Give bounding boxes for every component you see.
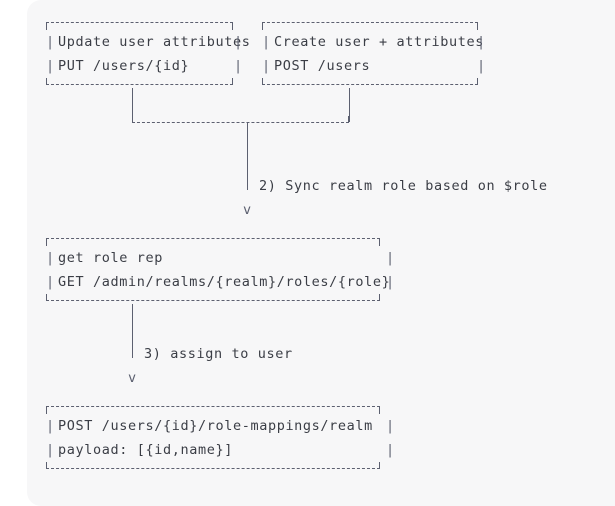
- box-update-user-attributes-right-wall-2: |: [234, 58, 243, 74]
- box-get-role-rep-line-1: get role rep: [58, 250, 163, 266]
- box-get-role-rep-line-2: GET /admin/realms/{realm}/roles/{role}: [58, 274, 391, 290]
- box-update-user-attributes-bottom-border: [46, 78, 233, 85]
- box-update-user-attributes-left-wall-2: |: [46, 58, 55, 74]
- connector-sync-realm-role-label: 2) Sync realm role based on $role: [259, 178, 548, 194]
- box-assign-role-mapping-right-wall-2: |: [386, 442, 395, 458]
- box-update-user-attributes-top-border: [46, 22, 233, 30]
- box-assign-role-mapping-left-wall-2: |: [46, 442, 55, 458]
- box-create-user-attributes-right-wall-2: |: [477, 58, 486, 74]
- box-assign-role-mapping-line-1: POST /users/{id}/role-mappings/realm: [58, 418, 373, 434]
- connector-branch-right-drop: [349, 88, 350, 122]
- box-create-user-attributes-top-border: [262, 22, 478, 30]
- box-assign-role-mapping-right-wall-1: |: [386, 418, 395, 434]
- box-assign-role-mapping-top-border: [46, 406, 380, 414]
- box-update-user-attributes-left-wall: |: [46, 34, 55, 50]
- box-create-user-attributes-left-wall: |: [262, 34, 271, 50]
- box-create-user-attributes-right-wall-1: |: [477, 34, 486, 50]
- diagram-canvas: | Update user attributes | | PUT /users/…: [27, 0, 615, 506]
- box-create-user-attributes-bottom-border: [262, 78, 478, 85]
- connector-assign-to-user-label: 3) assign to user: [144, 346, 293, 362]
- box-create-user-attributes-line-1: Create user + attributes: [274, 34, 484, 50]
- connector-branch-left-drop: [132, 88, 133, 122]
- connector-sync-realm-role-arrow: v: [243, 202, 252, 218]
- box-get-role-rep-top-border: [46, 238, 380, 246]
- box-assign-role-mapping-line-2: payload: [{id,name}]: [58, 442, 233, 458]
- box-create-user-attributes-left-wall-2: |: [262, 58, 271, 74]
- box-update-user-attributes-line-2: PUT /users/{id}: [58, 58, 190, 74]
- box-get-role-rep-right-wall-1: |: [386, 250, 395, 266]
- box-get-role-rep-left-wall: |: [46, 250, 55, 266]
- connector-assign-to-user-arrow: v: [128, 370, 137, 386]
- box-create-user-attributes-line-2: POST /users: [274, 58, 371, 74]
- connector-sync-realm-role-line: [247, 122, 248, 190]
- box-update-user-attributes-right-wall-1: |: [234, 34, 243, 50]
- box-assign-role-mapping-bottom-border: [46, 462, 380, 469]
- box-get-role-rep-left-wall-2: |: [46, 274, 55, 290]
- box-get-role-rep-right-wall-2: |: [386, 274, 395, 290]
- box-update-user-attributes-line-1: Update user attributes: [58, 34, 251, 50]
- connector-merge-bar: [132, 116, 349, 123]
- box-assign-role-mapping-left-wall: |: [46, 418, 55, 434]
- box-get-role-rep-bottom-border: [46, 294, 380, 301]
- connector-assign-to-user-line: [132, 304, 133, 358]
